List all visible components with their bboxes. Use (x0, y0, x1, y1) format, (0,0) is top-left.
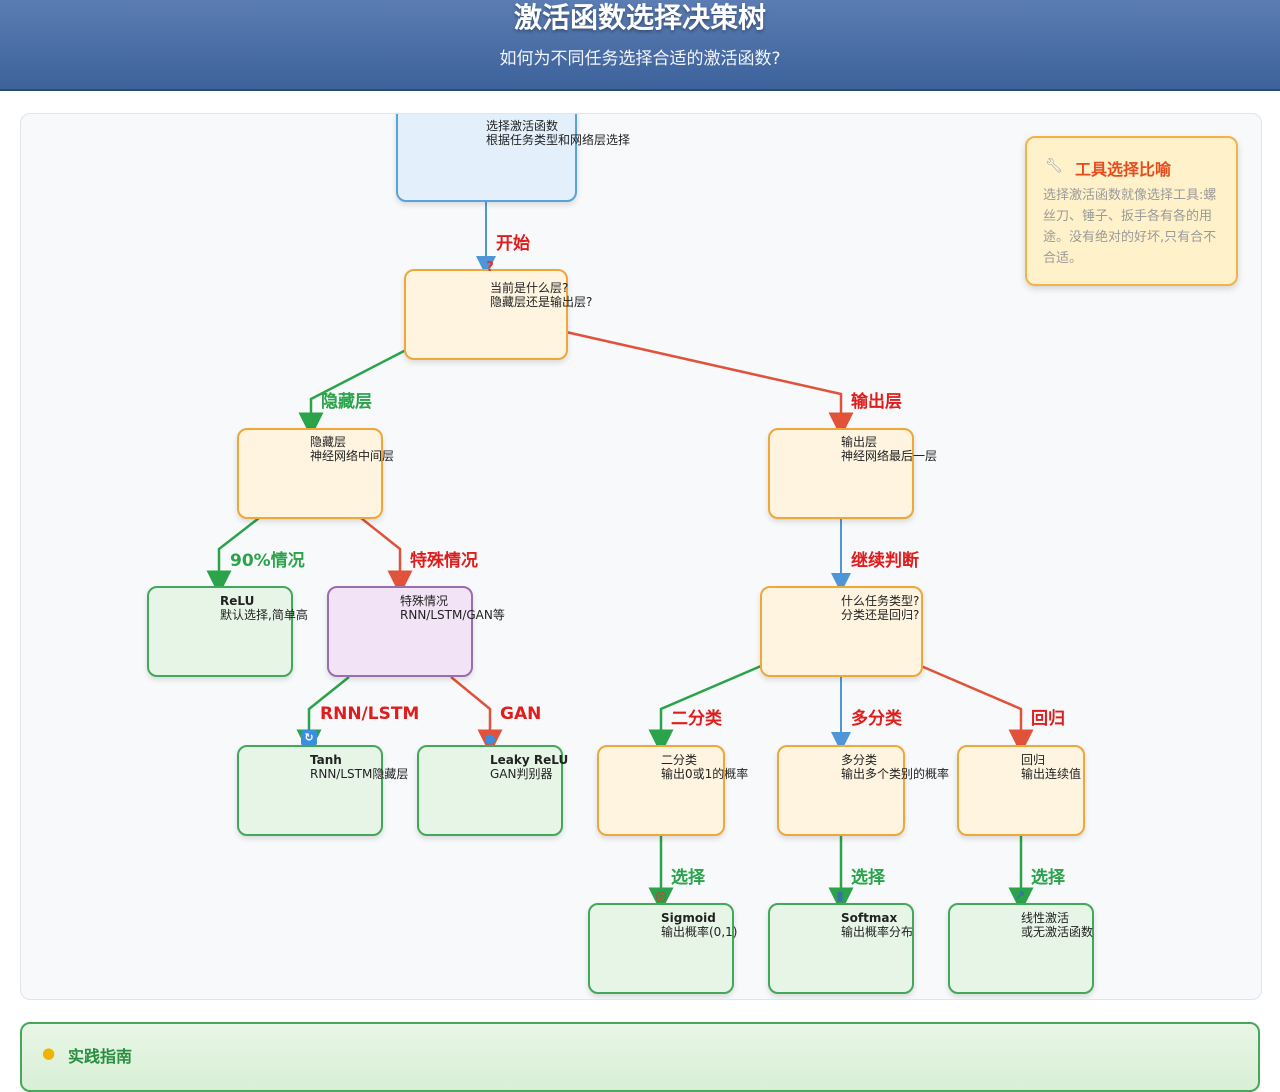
edge-label-start: 开始 (496, 234, 530, 254)
node-binary-text: 二分类 输出0或1的概率 (661, 753, 748, 781)
node-desc: 输出连续值 (1021, 767, 1082, 781)
node-desc: RNN/LSTM/GAN等 (400, 608, 505, 622)
page-header: 激活函数选择决策树 如何为不同任务选择合适的激活函数? (0, 0, 1280, 91)
node-hidden-layer (237, 428, 383, 519)
node-label: 选择激活函数 (486, 119, 559, 133)
node-multi-class (777, 745, 905, 836)
node-tanh (237, 745, 383, 836)
node-sigmoid (588, 903, 734, 994)
node-linear-text: 线性激活 或无激活函数 (1021, 911, 1093, 939)
node-task-question-text: 什么任务类型? 分类还是回归? (841, 594, 919, 622)
node-label: 当前是什么层? (490, 281, 569, 295)
droplet-icon: ● (484, 732, 496, 747)
node-desc: 输出概率(0,1) (661, 925, 738, 939)
bar-chart-icon: ▮ (836, 889, 844, 904)
refresh-icon: ↻ (301, 730, 317, 746)
node-label: 线性激活 (1021, 911, 1070, 925)
node-tanh-text: Tanh RNN/LSTM隐藏层 (310, 753, 408, 781)
node-layer-question (404, 269, 568, 360)
node-linear (948, 903, 1094, 994)
edge-label-multi: 多分类 (851, 709, 902, 729)
edge-label-output-layer: 输出层 (851, 392, 902, 412)
node-root-text: 选择激活函数 根据任务类型和网络层选择 (486, 119, 630, 147)
node-output-layer-text: 输出层 神经网络最后一层 (841, 435, 937, 463)
node-desc: 根据任务类型和网络层选择 (486, 133, 631, 147)
tip-title: 工具选择比喻 (1075, 160, 1172, 179)
node-label: Softmax (841, 911, 898, 925)
edge-binary (648, 664, 762, 755)
edge-label-gan: GAN (500, 704, 542, 724)
node-desc: 输出0或1的概率 (661, 767, 749, 781)
node-leaky-relu-text: Leaky ReLU GAN判别器 (490, 753, 568, 781)
metaphor-tip-box: 🔧︎ 工具选择比喻 选择激活函数就像选择工具:螺丝刀、锤子、扳手各有各的用途。没… (1025, 136, 1238, 286)
tree-edges (206, 202, 1034, 913)
edge-label-hidden-layer: 隐藏层 (321, 392, 372, 412)
edge-leaky (450, 676, 503, 755)
decision-tree-panel: 选择激活函数 根据任务类型和网络层选择 ? 当前是什么层? 隐藏层还是输出层? … (20, 113, 1262, 1000)
node-label: 二分类 (661, 753, 698, 767)
node-desc: 输出多个类别的概率 (841, 767, 950, 781)
node-multi-class-text: 多分类 输出多个类别的概率 (841, 753, 959, 781)
node-desc: 或无激活函数 (1021, 925, 1094, 939)
node-desc: GAN判别器 (490, 767, 553, 781)
edge-label-special-case: 特殊情况 (410, 551, 478, 571)
edge-special (360, 517, 413, 596)
node-label: 回归 (1021, 753, 1046, 767)
node-desc: 分类还是回归? (841, 608, 920, 622)
target-icon: ◎ (655, 889, 667, 904)
node-softmax (768, 903, 914, 994)
edge-label-rnn-lstm: RNN/LSTM (320, 704, 420, 724)
node-desc: 隐藏层还是输出层? (490, 295, 593, 309)
page-title: 激活函数选择决策树 (513, 1, 766, 34)
practice-guide-section: ● 实践指南 (20, 1022, 1260, 1092)
node-softmax-text: Softmax 输出概率分布 (841, 911, 913, 939)
node-label: Leaky ReLU (490, 753, 569, 767)
node-label: Sigmoid (661, 911, 716, 925)
node-desc: 默认选择,简单高 (220, 608, 308, 622)
question-icon: ? (486, 260, 494, 275)
edge-hidden (298, 348, 407, 438)
node-hidden-layer-text: 隐藏层 神经网络中间层 (310, 435, 394, 463)
page-subtitle: 如何为不同任务选择合适的激活函数? (499, 49, 781, 69)
node-label: ReLU (220, 594, 255, 608)
edge-output (565, 330, 854, 438)
node-output-layer (768, 428, 914, 519)
node-regression-text: 回归 输出连续值 (1021, 753, 1081, 781)
node-label: 输出层 (841, 435, 878, 449)
node-desc: 输出概率分布 (841, 925, 914, 939)
edge-label-continue: 继续判断 (851, 551, 919, 571)
edge-regress (920, 664, 1034, 755)
node-relu-text: ReLU 默认选择,简单高 (220, 594, 308, 622)
edge-label-choose-linear: 选择 (1031, 868, 1065, 888)
node-desc: 神经网络中间层 (310, 449, 395, 463)
node-task-question (760, 586, 923, 677)
node-leaky-relu (417, 745, 563, 836)
edge-label-choose-softmax: 选择 (851, 868, 885, 888)
node-root (396, 114, 577, 202)
edge-label-regress: 回归 (1031, 709, 1065, 729)
line-chart-icon: ↗ (1014, 889, 1026, 904)
node-layer-question-text: 当前是什么层? 隐藏层还是输出层? (490, 281, 592, 309)
node-label: 什么任务类型? (841, 594, 920, 608)
node-regression (957, 745, 1085, 836)
node-label: 多分类 (841, 753, 878, 767)
node-sigmoid-text: Sigmoid 输出概率(0,1) (661, 911, 737, 939)
edge-relu (206, 517, 260, 596)
node-relu (147, 586, 293, 677)
node-label: 隐藏层 (310, 435, 347, 449)
node-label: 特殊情况 (400, 594, 449, 608)
edge-label-choose-sigmoid: 选择 (671, 868, 705, 888)
node-desc: RNN/LSTM隐藏层 (310, 767, 409, 781)
lightbulb-icon: ● (42, 1044, 56, 1062)
edge-label-relu-case: 90%情况 (230, 551, 305, 571)
node-label: Tanh (310, 753, 342, 767)
node-special-case (327, 586, 473, 677)
node-special-case-text: 特殊情况 RNN/LSTM/GAN等 (400, 594, 505, 622)
guide-title: 实践指南 (68, 1047, 133, 1066)
node-desc: 神经网络最后一层 (841, 449, 938, 463)
node-binary (597, 745, 725, 836)
edge-label-binary: 二分类 (671, 709, 722, 729)
tip-body: 选择激活函数就像选择工具:螺丝刀、锤子、扳手各有各的用途。没有绝对的好坏,只有合… (1043, 188, 1217, 266)
wrench-icon: 🔧︎ (1045, 158, 1063, 174)
